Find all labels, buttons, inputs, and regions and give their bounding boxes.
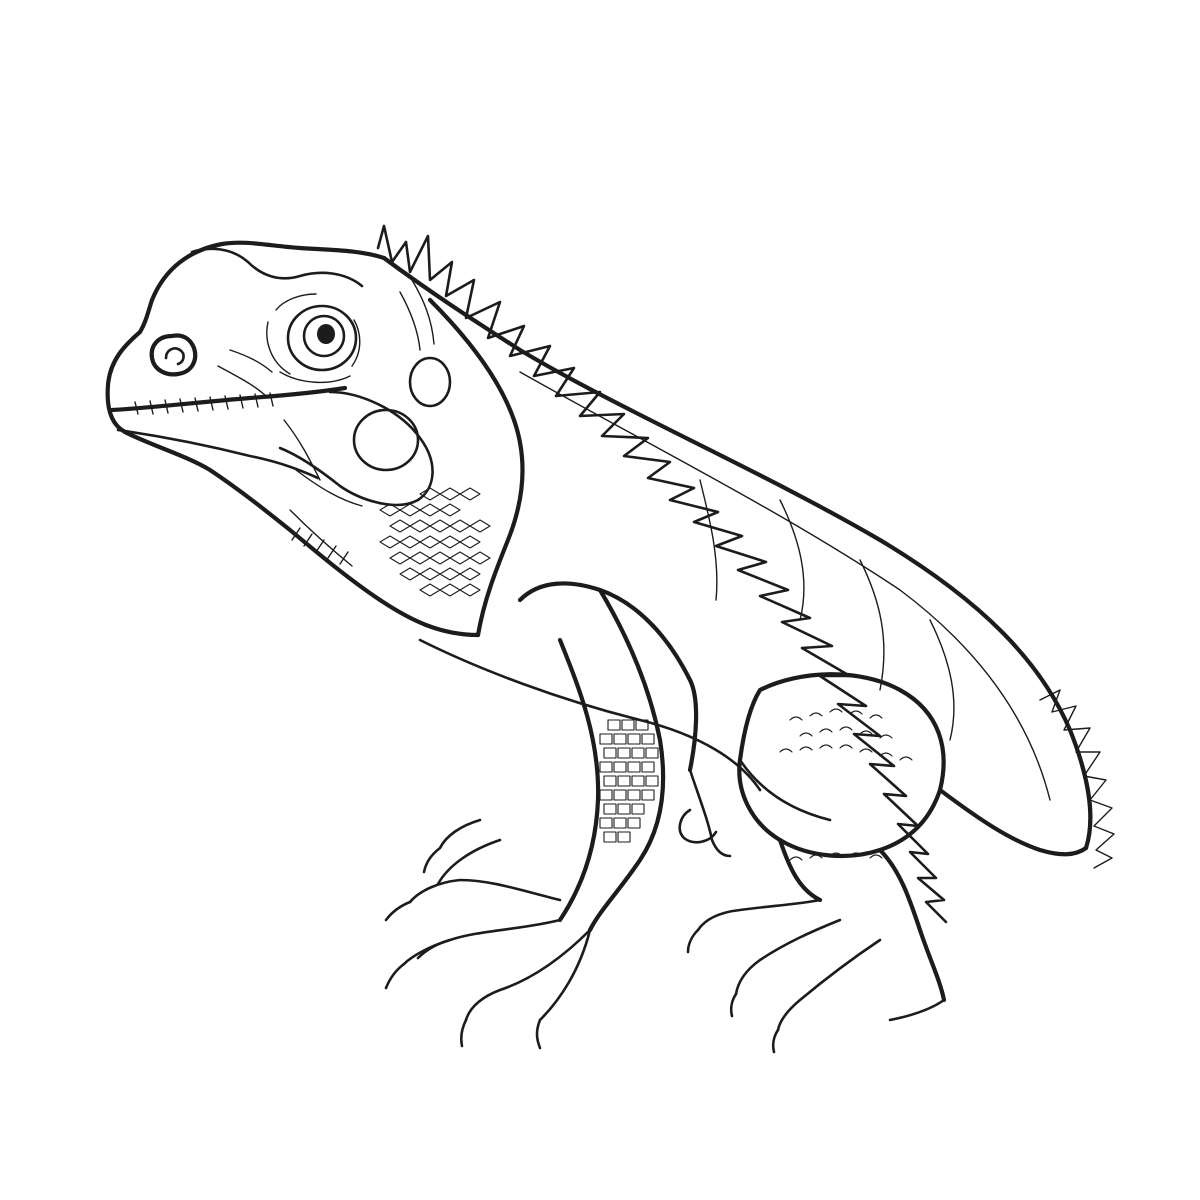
belly-outline	[418, 638, 762, 792]
throat-stripes	[289, 509, 353, 567]
front-leg-back	[557, 637, 601, 923]
front-leg-upper	[587, 587, 666, 933]
eye-ring	[302, 314, 346, 358]
tympanum	[408, 356, 452, 408]
lower-jaw-line	[116, 428, 320, 480]
dewlap-scales	[379, 487, 491, 597]
eye-pupil	[317, 324, 335, 344]
tail-spikes	[1039, 689, 1115, 869]
body-folds	[699, 479, 955, 741]
elbow-nub	[678, 808, 718, 844]
shoulder-outline	[517, 581, 699, 773]
brow-ridge	[190, 247, 364, 288]
jowl-inner	[283, 419, 363, 507]
belly-lower-line	[688, 768, 732, 858]
teeth-marks	[134, 392, 274, 415]
nostril-inner	[164, 347, 185, 366]
front-foot-left	[402, 878, 592, 1022]
eye-wrinkles	[266, 293, 361, 384]
head-outline	[105, 240, 481, 638]
front-foot-right	[422, 818, 502, 886]
nostril	[149, 333, 198, 377]
hind-thigh-scales	[779, 708, 913, 861]
lower-body-outline	[937, 787, 1089, 857]
back-outline	[381, 255, 1093, 851]
mouth-line	[109, 385, 348, 413]
hind-foot	[696, 898, 946, 1032]
hind-thigh-fold	[738, 758, 832, 822]
front-leg-scales	[599, 719, 659, 843]
hind-lower-leg	[777, 837, 947, 1003]
hind-claws	[686, 928, 780, 1054]
dorsal-crest	[376, 224, 948, 924]
head-scale-lines	[217, 279, 435, 399]
neck-outline	[427, 297, 525, 638]
cheek-shield	[352, 408, 420, 472]
hind-thigh	[737, 672, 946, 859]
front-claws	[384, 900, 542, 1050]
jowl-outline	[278, 390, 434, 507]
eye-outer	[286, 304, 358, 372]
back-inner-line	[519, 371, 1051, 801]
